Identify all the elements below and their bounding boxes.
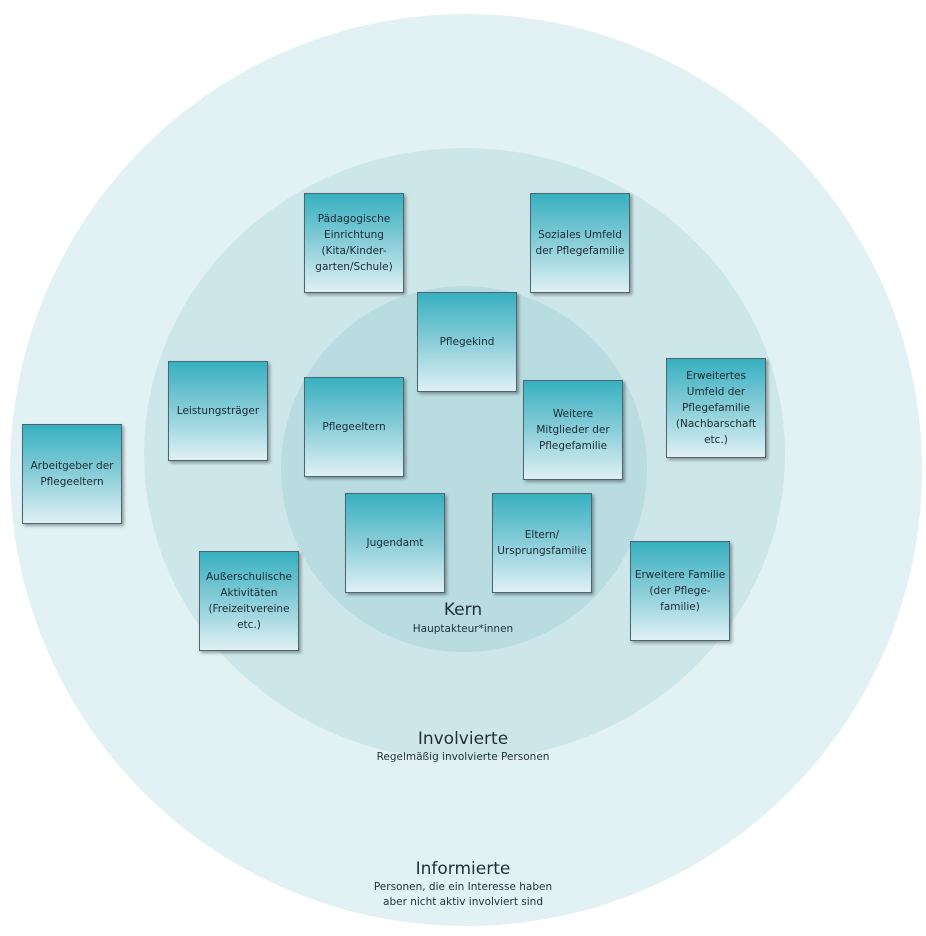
card-pflegeeltern: Pflegeeltern xyxy=(304,377,404,477)
card-weitere-mitglieder: Weitere Mitglieder der Pflegefamilie xyxy=(523,380,623,480)
card-erweitertes-umfeld: Erweitertes Umfeld der Pflegefamilie (Na… xyxy=(666,358,766,458)
kern-subtitle-line: Hauptakteur*innen xyxy=(412,623,514,635)
card-line: der Pflegefamilie xyxy=(535,245,625,257)
card-line: Soziales Umfeld xyxy=(538,229,622,241)
card-line: Mitglieder der xyxy=(536,424,610,436)
card-line: Eltern/ xyxy=(524,529,560,541)
card-line: Pflegeeltern xyxy=(40,476,104,488)
involvierte-title: Involvierte xyxy=(417,729,509,749)
card-erweiterte-familie: Erweitere Familie (der Pflege- familie) xyxy=(630,541,730,641)
card-line: (Kita/Kinder- xyxy=(321,245,387,257)
card-line: (Freizeitvereine xyxy=(208,603,290,615)
card-line: Aktivitäten xyxy=(220,587,278,599)
card-arbeitgeber: Arbeitgeber der Pflegeeltern xyxy=(22,424,122,524)
card-line: Pflegefamilie xyxy=(681,402,751,414)
card-line: (Nachbarschaft xyxy=(675,418,757,430)
card-leistungstraeger: Leistungsträger xyxy=(168,361,268,461)
card-line: Weitere xyxy=(552,408,594,420)
informierte-title: Informierte xyxy=(415,859,511,879)
informierte-subtitle-line: Personen, die ein Interesse haben xyxy=(373,881,553,893)
card-line: etc.) xyxy=(237,619,261,631)
card-line: Arbeitgeber der xyxy=(30,460,114,472)
informierte-subtitle-line: aber nicht aktiv involviert sind xyxy=(383,896,543,908)
card-line: Umfeld der xyxy=(686,386,746,398)
card-ausserschulische-aktivitaeten: Außerschulische Aktivitäten (Freizeitver… xyxy=(199,551,299,651)
card-line: Pflegeeltern xyxy=(322,421,386,433)
informierte-subtitle: Personen, die ein Interesse haben aber n… xyxy=(0,880,926,910)
card-paedagogische-einrichtung: Pädagogische Einrichtung (Kita/Kinder- g… xyxy=(304,193,404,293)
card-line: Jugendamt xyxy=(366,537,424,549)
kern-subtitle: Hauptakteur*innen xyxy=(0,622,926,637)
card-eltern-ursprungsfamilie: Eltern/ Ursprungsfamilie xyxy=(492,493,592,593)
card-line: Erweitere Familie xyxy=(634,569,726,581)
card-line: etc.) xyxy=(704,434,728,446)
card-soziales-umfeld: Soziales Umfeld der Pflegefamilie xyxy=(530,193,630,293)
card-line: Pflegefamilie xyxy=(538,440,608,452)
card-line: familie) xyxy=(660,601,700,613)
card-line: Pädagogische xyxy=(317,213,391,225)
card-line: Leistungsträger xyxy=(176,405,260,417)
card-line: Pflegekind xyxy=(439,336,495,348)
card-line: garten/Schule) xyxy=(315,261,393,273)
card-pflegekind: Pflegekind xyxy=(417,292,517,392)
involvierte-subtitle-line: Regelmäßig involvierte Personen xyxy=(376,751,550,763)
card-line: (der Pflege- xyxy=(649,585,711,597)
card-line: Außerschulische xyxy=(206,571,292,583)
card-line: Ursprungsfamilie xyxy=(497,545,587,557)
card-line: Erweitertes xyxy=(686,370,746,382)
card-jugendamt: Jugendamt xyxy=(345,493,445,593)
involvierte-subtitle: Regelmäßig involvierte Personen xyxy=(0,750,926,765)
card-line: Einrichtung xyxy=(324,229,384,241)
kern-title: Kern xyxy=(443,600,483,620)
